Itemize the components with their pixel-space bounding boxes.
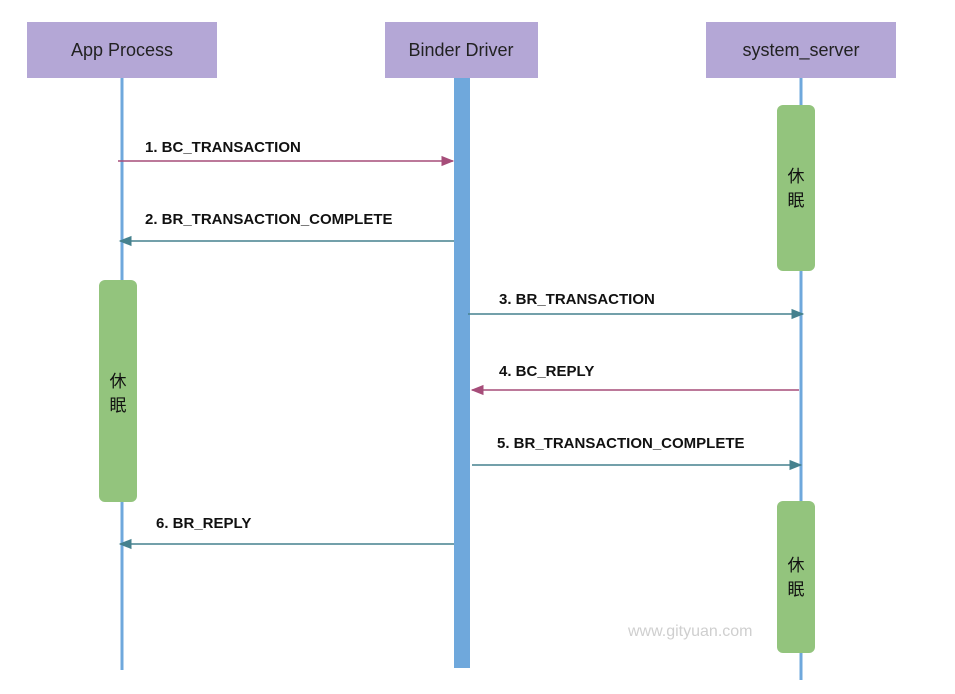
participant-server-label: system_server (742, 40, 859, 61)
message-1: 1. BC_TRANSACTION (118, 139, 455, 167)
message-label: 5. BR_TRANSACTION_COMPLETE (497, 435, 745, 452)
message-label: 2. BR_TRANSACTION_COMPLETE (145, 211, 393, 228)
participant-server: system_server (706, 22, 896, 78)
participant-binder-label: Binder Driver (408, 40, 513, 60)
message-label: 1. BC_TRANSACTION (145, 139, 301, 156)
server-sleep-bar-2: 休 眠 (777, 501, 815, 653)
server-sleep-bar-1: 休 眠 (777, 105, 815, 271)
sleep-label-char: 眠 (788, 191, 805, 211)
sleep-label-char: 眠 (110, 396, 127, 416)
message-5: 5. BR_TRANSACTION_COMPLETE (472, 435, 803, 471)
sleep-label-char: 休 (110, 372, 127, 392)
sleep-label-char: 休 (788, 167, 805, 187)
message-2: 2. BR_TRANSACTION_COMPLETE (118, 211, 454, 247)
sleep-label-char: 眠 (788, 580, 805, 600)
message-label: 6. BR_REPLY (156, 515, 251, 532)
participant-app: App Process (27, 22, 217, 78)
app-sleep-bar: 休 眠 (99, 280, 137, 502)
participant-app-label: App Process (71, 40, 173, 60)
message-label: 4. BC_REPLY (499, 363, 594, 380)
message-3: 3. BR_TRANSACTION (468, 291, 805, 320)
message-4: 4. BC_REPLY (470, 363, 799, 396)
message-6: 6. BR_REPLY (118, 515, 454, 550)
participant-binder: Binder Driver (385, 22, 538, 78)
watermark: www.gityuan.com (627, 623, 753, 640)
sleep-label-char: 休 (788, 556, 805, 576)
message-label: 3. BR_TRANSACTION (499, 291, 655, 308)
binder-lifeline (454, 78, 470, 668)
